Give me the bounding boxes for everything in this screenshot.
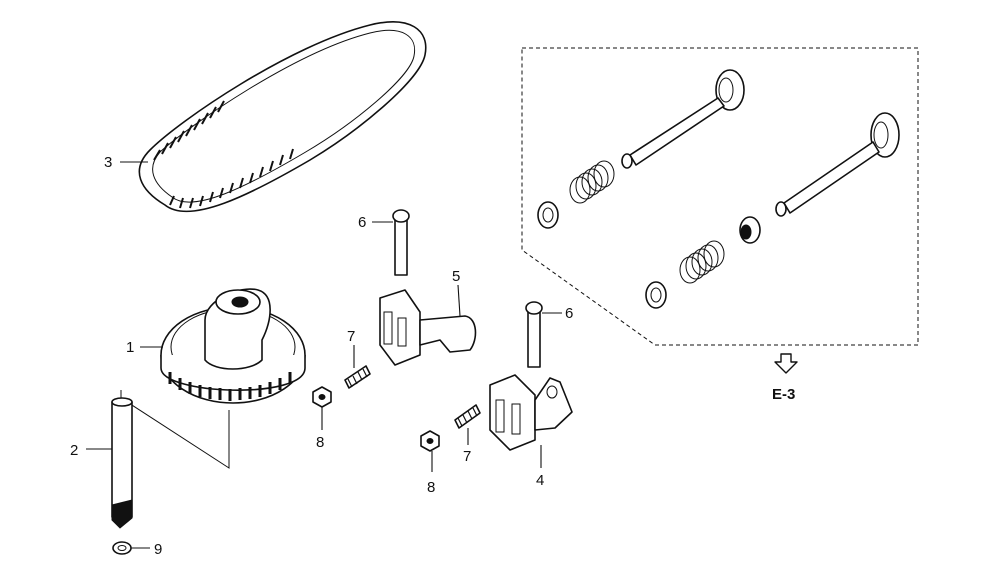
leader-line-5 [457,284,461,317]
bolt-lower [525,301,543,368]
nut-lower [420,430,440,452]
spring-retainer-lower [645,281,667,309]
callout-4: 4 [536,472,544,489]
callout-8a: 8 [316,434,324,451]
callout-9: 9 [154,541,162,558]
washer [112,541,132,555]
callout-7b: 7 [463,448,471,465]
valve-cotter [739,216,761,244]
adjust-screw-upper [344,365,371,389]
bolt-upper [392,209,410,276]
callout-3: 3 [104,154,112,171]
arrow-down-outline-icon [774,353,798,374]
reference-label: E-3 [772,386,795,403]
assembly-axis-line [120,390,230,469]
valve-spring-lower [679,240,725,284]
valve-lower [775,112,900,217]
callout-6b: 6 [565,305,573,322]
callout-6a: 6 [358,214,366,231]
callout-5: 5 [452,268,460,285]
callout-1: 1 [126,339,134,356]
valve-group-boundary [521,47,919,346]
callout-7a: 7 [347,328,355,345]
rocker-arm-lower [489,374,573,451]
adjust-screw-lower [454,404,481,429]
valve-upper [621,69,745,169]
rocker-arm-upper [379,289,477,366]
timing-pulley [160,288,306,404]
nut-upper [312,386,332,408]
timing-belt [138,21,427,213]
shaft-pin [111,397,133,529]
callout-2: 2 [70,442,78,459]
valve-spring-upper [569,160,615,204]
callout-8b: 8 [427,479,435,496]
spring-retainer-upper [537,201,559,229]
